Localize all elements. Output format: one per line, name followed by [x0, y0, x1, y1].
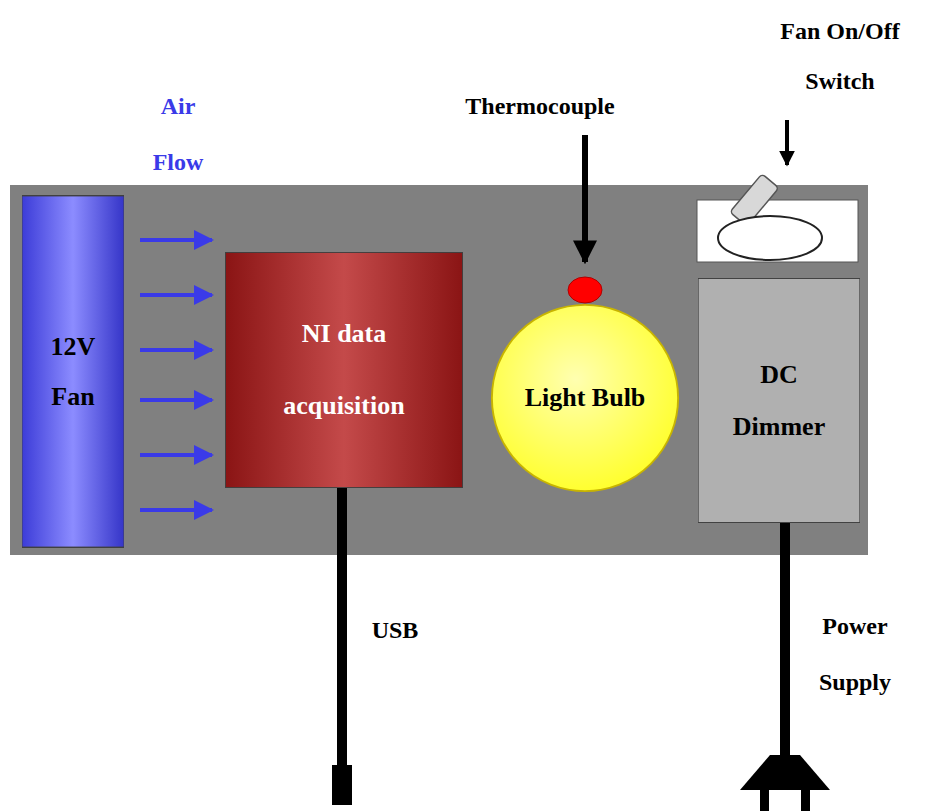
- node-text: 12V Fan: [38, 322, 108, 422]
- light-bulb: Light Bulb: [490, 303, 680, 493]
- power-supply-label: Power Supply: [805, 598, 905, 710]
- dimmer-box-shape: [698, 278, 860, 523]
- dimmer-box-outline: [698, 278, 860, 523]
- light-bulb-outline: [492, 305, 678, 491]
- air-flow-arrows: [140, 240, 212, 510]
- air-flow-label: Air Flow: [138, 78, 218, 190]
- plug-prong: [760, 790, 769, 811]
- usb-label: USB: [372, 612, 419, 648]
- power-plug: [740, 755, 830, 790]
- daq-box-shape: [225, 252, 463, 488]
- usb-cable: [337, 487, 347, 770]
- usb-connector: [332, 765, 352, 805]
- thermocouple-label: Thermocouple: [465, 88, 614, 124]
- fan-box-outline: [22, 195, 124, 548]
- fan-box: 12V Fan: [22, 195, 124, 548]
- node-text: Light Bulb: [525, 383, 646, 413]
- fan-box-shape: [22, 195, 124, 548]
- plug-prong: [801, 790, 810, 811]
- node-text: DC Dimmer: [717, 349, 842, 453]
- daq-box: NI data acquisition: [225, 252, 463, 488]
- switch-label: Fan On/Off Switch: [770, 6, 910, 106]
- daq-box-outline: [225, 252, 463, 488]
- node-text: NI data acquisition: [269, 298, 419, 442]
- switch-base: [697, 200, 858, 262]
- power-cable: [780, 522, 790, 760]
- thermocouple-dot: [568, 277, 602, 303]
- switch-leader: [785, 120, 789, 165]
- dimmer-box: DC Dimmer: [698, 278, 860, 523]
- thermocouple-leader: [582, 135, 588, 262]
- panel: [10, 185, 868, 555]
- switch-body: [718, 216, 822, 260]
